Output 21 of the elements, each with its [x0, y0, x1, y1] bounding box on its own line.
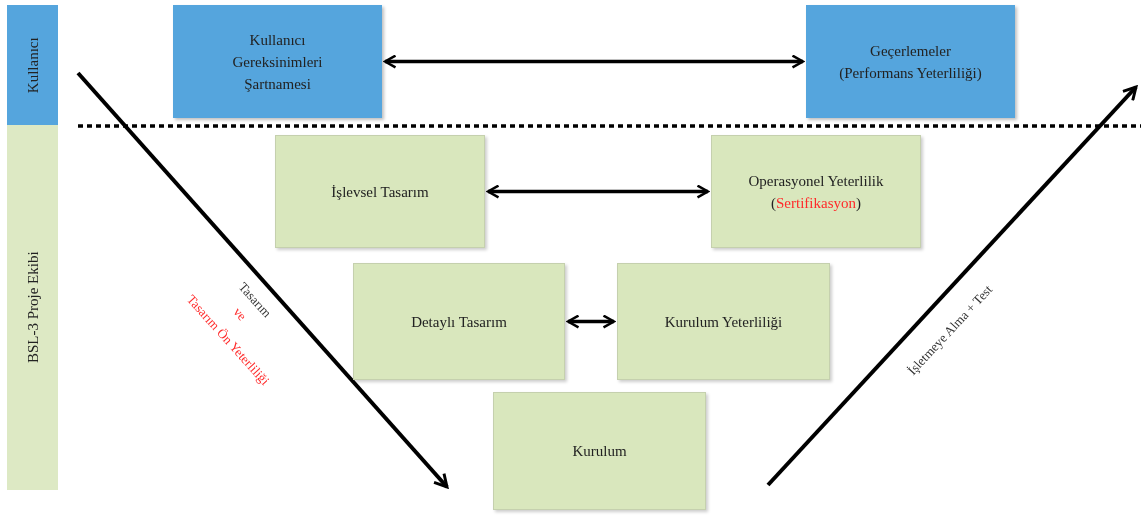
process-box	[711, 135, 921, 248]
box-label: Geçerlemeler (Performans Yeterliliği)	[838, 41, 983, 83]
process-box	[493, 392, 706, 510]
double-arrow	[486, 184, 710, 199]
process-box	[353, 263, 565, 380]
box-label: Detaylı Tasarım	[410, 312, 508, 332]
box-label: Operasyonel Yeterlilik (Sertifikasyon)	[747, 171, 885, 213]
lane-band	[7, 5, 58, 125]
box-label: Kullanıcı Gereksinimleri Şartnamesi	[231, 30, 324, 94]
process-box	[275, 135, 485, 248]
lane-label: BSL-3 Proje Ekibi	[23, 251, 42, 364]
process-box	[806, 5, 1015, 118]
process-box	[173, 5, 382, 118]
box-label: İşlevsel Tasarım	[330, 182, 430, 202]
double-arrow	[383, 54, 805, 69]
lane-label: Kullanıcı	[23, 37, 42, 93]
box-label: Kurulum	[571, 442, 628, 461]
double-arrow	[566, 314, 616, 329]
lane-band	[7, 125, 58, 490]
box-label: Kurulum Yeterliliği	[663, 312, 784, 332]
process-box	[617, 263, 830, 380]
